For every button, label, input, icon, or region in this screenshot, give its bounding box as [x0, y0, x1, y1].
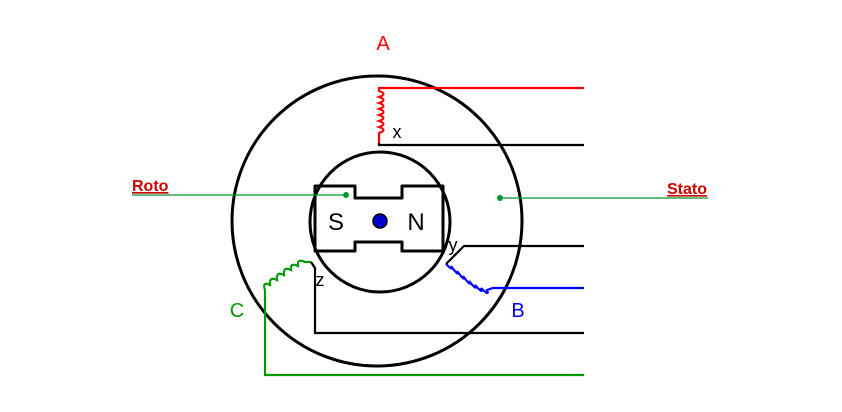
rotor-callout-dot	[343, 192, 349, 198]
rotor-magnet	[313, 184, 445, 253]
phase-b-coil	[445, 263, 584, 295]
phase-a-end-label: x	[393, 122, 402, 142]
phase-b-winding	[445, 244, 584, 295]
phase-c-return-wire	[310, 261, 584, 335]
phase-a-return-wire	[377, 143, 584, 147]
rotor-circle	[308, 150, 452, 294]
phase-c-supply-wire	[263, 290, 584, 377]
pole-south-label: S	[328, 209, 344, 236]
phase-c-label: C	[230, 300, 244, 322]
phase-b-supply-wire	[445, 244, 584, 265]
phase-c-coil	[263, 259, 311, 291]
phase-c-end-label: z	[316, 270, 325, 290]
stator-callout-label: Stato	[667, 181, 707, 198]
rotor-axis-dot	[372, 213, 388, 229]
phase-a-label: A	[376, 33, 390, 55]
stator-callout-dot	[497, 195, 503, 201]
stator-outer-circle	[230, 74, 524, 368]
rotor-callout-label: Roto	[132, 178, 169, 195]
phase-a-coil	[375, 86, 584, 143]
phase-b-label: B	[511, 300, 524, 322]
phase-a-winding	[375, 86, 584, 147]
phase-c-winding	[263, 259, 584, 377]
phase-b-end-label: y	[449, 235, 458, 255]
pole-north-label: N	[407, 209, 424, 236]
